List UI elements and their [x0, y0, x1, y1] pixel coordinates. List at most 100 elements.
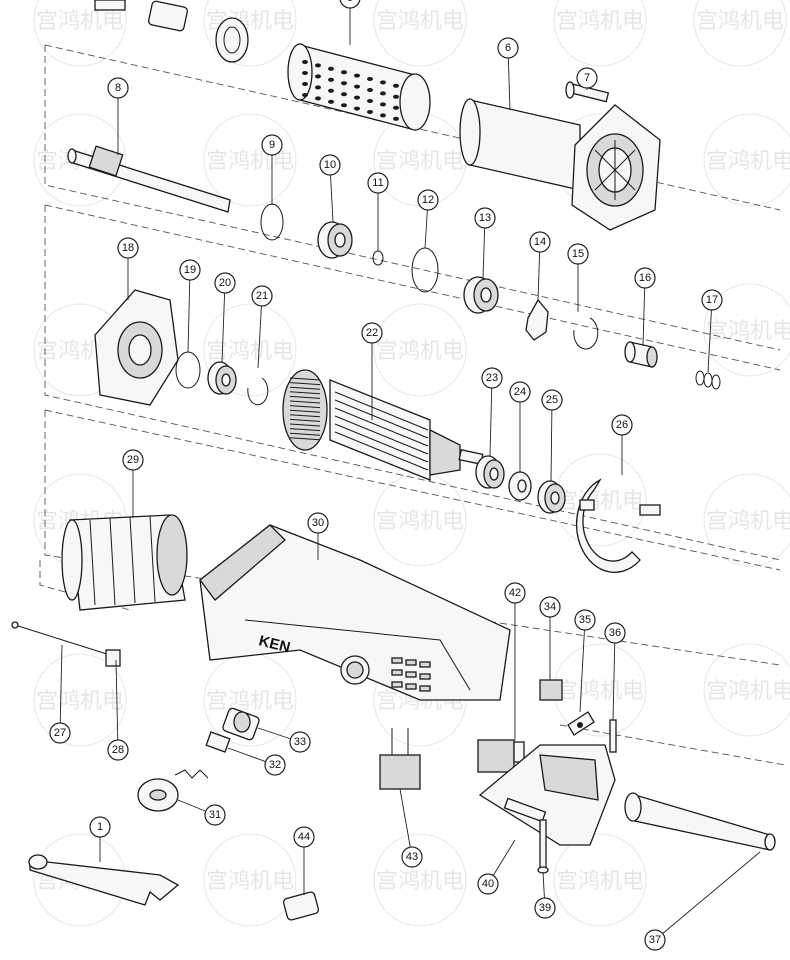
callout-circle: [319, 154, 341, 176]
part-43-capacitor: [379, 728, 421, 790]
leader-27: [59, 644, 63, 734]
armature-slot: [334, 391, 429, 431]
watermark-stamp: 宫鸿机电: [553, 833, 647, 927]
callout-circle: [107, 77, 129, 99]
perforation-hole: [367, 110, 373, 114]
watermark-stamp: 宫鸿机电: [373, 0, 467, 67]
callout-40: 40: [477, 873, 499, 895]
callout-36: 36: [604, 622, 626, 644]
part-22-armature: [282, 369, 484, 481]
callout-circle: [534, 897, 556, 919]
watermark-stamp: 宫鸿机电: [203, 303, 297, 397]
armature-slot: [334, 431, 429, 471]
callout-number: 26: [616, 419, 628, 431]
perforation-hole: [315, 63, 321, 68]
part-28-clamp: [105, 649, 121, 667]
callout-circle: [367, 172, 389, 194]
callout-number: 18: [122, 242, 134, 254]
watermark-stamp: 宫鸿机电: [203, 833, 297, 927]
part-31-knob: [137, 778, 179, 812]
callout-number: 43: [406, 851, 418, 863]
watermark-text: 宫鸿机电: [556, 869, 644, 894]
part-18-bearing-plate: [94, 289, 179, 406]
callout-circle: [576, 67, 598, 89]
perforation-hole: [328, 66, 334, 71]
callout-18: 18: [117, 237, 139, 259]
part-16-bushing: [624, 341, 658, 368]
callout-number: 24: [514, 386, 526, 398]
callout-circle: [117, 237, 139, 259]
callout-number: 20: [219, 277, 231, 289]
armature-slot: [334, 423, 429, 463]
callout-circle: [179, 259, 201, 281]
watermark-text: 宫鸿机电: [376, 339, 464, 364]
callout-39: 39: [534, 897, 556, 919]
part-35-latch: [567, 711, 595, 736]
perforation-hole: [328, 88, 334, 93]
part-34-switch-block: [539, 679, 563, 701]
gear-tooth: [289, 382, 321, 386]
gear-tooth: [289, 386, 321, 390]
vent-slot: [419, 685, 431, 692]
vent-slot: [405, 659, 417, 666]
perforation-hole: [380, 113, 386, 118]
leader-37: [654, 851, 761, 941]
callout-number: 42: [509, 587, 521, 599]
perforation-hole: [380, 91, 386, 96]
callout-8: 8: [107, 77, 129, 99]
callout-circle: [122, 449, 144, 471]
callout-circle: [539, 596, 561, 618]
callout-26: 26: [611, 414, 633, 436]
part-36-screw: [609, 719, 617, 753]
watermark-text: 宫鸿机电: [36, 689, 124, 714]
perforation-hole: [367, 99, 373, 103]
callout-number: 44: [298, 831, 310, 843]
gear-tooth: [289, 395, 321, 399]
callout-21: 21: [251, 285, 273, 307]
perforation-hole: [393, 116, 399, 121]
part-19-ring: [175, 351, 201, 389]
callout-number: 23: [486, 372, 498, 384]
callout-1: 1: [89, 816, 111, 838]
watermark-text: 宫鸿机电: [706, 679, 790, 704]
armature-slot: [334, 415, 429, 455]
callout-31: 31: [204, 804, 226, 826]
watermark-text: 宫鸿机电: [206, 149, 294, 174]
callout-circle: [611, 414, 633, 436]
vent-slot: [391, 669, 403, 676]
callout-circle: [307, 512, 329, 534]
leader-28: [115, 659, 119, 751]
callout-circle: [541, 389, 563, 411]
part-14-wave-washer: [525, 298, 549, 341]
part-27-rod: [11, 621, 111, 656]
perforation-hole: [367, 88, 373, 92]
watermark-text: 宫鸿机电: [206, 339, 294, 364]
callout-circle: [477, 873, 499, 895]
callout-28: 28: [107, 739, 129, 761]
watermark-text: 宫鸿机电: [556, 679, 644, 704]
callout-number: 5: [347, 0, 353, 4]
watermark-stamp: 宫鸿机电: [703, 113, 790, 207]
part-24-spacer: [508, 471, 532, 501]
gear-tooth: [289, 418, 321, 422]
callout-circle: [567, 243, 589, 265]
callout-circle: [529, 231, 551, 253]
watermark-text: 宫鸿机电: [376, 149, 464, 174]
callout-circle: [264, 754, 286, 776]
callout-17: 17: [701, 289, 723, 311]
callout-30: 30: [307, 512, 329, 534]
callout-circle: [49, 722, 71, 744]
callout-circle: [401, 846, 423, 868]
gear-tooth: [289, 391, 321, 395]
watermark-text: 宫鸿机电: [706, 319, 790, 344]
gear-tooth: [289, 437, 321, 441]
callout-number: 32: [269, 759, 281, 771]
callout-5: 5: [339, 0, 361, 9]
vent-slot: [405, 683, 417, 690]
watermark-stamp: 宫鸿机电: [703, 643, 790, 737]
callout-circle: [504, 582, 526, 604]
callout-number: 30: [312, 517, 324, 529]
watermark-stamp: 宫鸿机电: [203, 653, 297, 747]
callout-19: 19: [179, 259, 201, 281]
callout-circle: [509, 381, 531, 403]
